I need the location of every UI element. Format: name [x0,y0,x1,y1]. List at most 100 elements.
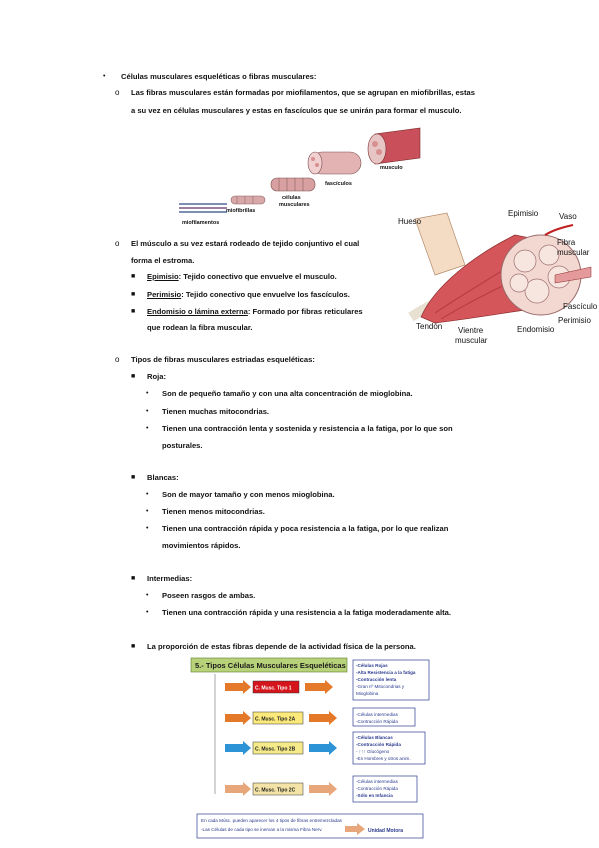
label-miofibrillas: miofibrillas [226,208,256,214]
box-tipo2a-label: C. Musc. Tipo 2A [255,717,296,723]
perimisio-item: Perimisio: Tejido conectivo que envuelve… [147,290,350,300]
note3-line4: -En Hombres y otros anim. [356,756,411,761]
label-vaso: Vaso [559,212,577,221]
arrow-tipo2a-right [309,711,337,725]
blancas-item-3: Tienen una contracción rápida y poca res… [162,524,449,533]
note2-line1: -Células intermedias [356,712,399,717]
label-vientre: Vientre [458,326,484,335]
arrow-tipo1-right [305,680,333,694]
note1-line3: -Contracción lenta [356,677,397,682]
label-epimisio: Epimisio [508,209,539,218]
svg-text:En cada Músc. pueden aparecer: En cada Músc. pueden aparecer los 4 tipo… [201,818,343,832]
bullet-dot: • [146,390,149,397]
arrow-tipo2b-right [309,741,337,755]
bullet-circle: o [115,239,120,248]
roja-item-3-cont: posturales. [162,441,203,450]
note3-line1: -Células Blancas [356,735,393,740]
label-miofilamentos: miofilamentos [182,220,220,226]
fasciculos-drawing [307,151,362,175]
proporcion-text: La proporción de estas fibras depende de… [147,642,416,651]
bullet-square: ■ [131,291,136,298]
roja-item-2: Tienen muchas mitocondrias. [162,407,270,416]
unidad-motora-label: Unidad Motora [368,828,403,834]
arrow-tipo2a-left [225,711,251,725]
perimisio-term: Perimisio [147,290,182,299]
roja-item-1: Son de pequeño tamaño y con una alta con… [162,389,413,398]
roja-item-3: Tienen una contracción lenta y sostenida… [162,424,453,433]
blancas-item-2: Tienen menos mitocondrias. [162,507,265,516]
muscle-anatomy-figure [408,212,592,324]
endomisio-item: Endomisio o lámina externa: Formado por … [147,307,363,317]
diagram-title-box [190,657,348,673]
tipos-heading: Tipos de fibras musculares estriadas esq… [131,355,315,364]
stroma-line-2: forma el estroma. [131,256,195,265]
intermedias-item-1: Poseen rasgos de ambas. [162,591,256,600]
svg-text:-Células intermedias -Cont: -Células intermedias -Contracción Rápida… [356,779,399,798]
arrow-tipo2c-left [225,782,251,796]
arrow-unidad-motora [345,823,365,835]
endomisio-term: Endomisio o lámina externa [147,307,248,316]
bullet-dot: • [146,425,149,432]
box-tipo1-label: C. Musc. Tipo 1 [255,686,292,692]
intermedias-label: Intermedias: [147,574,193,583]
endomisio-text: : Formado por fibras reticulares [247,307,363,316]
endomisio-text-cont: que rodean la fibra muscular. [147,323,253,332]
arrow-tipo2c-right [309,782,337,796]
intro-line-2: a su vez en células musculares y estas e… [131,106,462,115]
box-tipo2c-label: C. Musc. Tipo 2C [255,788,296,794]
box-tipo2b-label: C. Musc. Tipo 2B [255,747,296,753]
bullet-square: ■ [131,643,136,650]
label-endomisio: Endomisio [517,325,555,334]
note-tipo2c [352,775,418,803]
note3-line3: - ↑↑↑ Glucógeno [356,749,390,754]
note1-line1: -Células Rojas [356,663,388,668]
bullet-dot: • [146,609,149,616]
epimisio-text: : Tejido conectivo que envuelve el muscu… [178,272,337,281]
bullet-dot: • [146,592,149,599]
label-celulas-1: células [282,195,301,201]
arrow-tipo1-left [225,680,251,694]
muscle-hierarchy-figure [179,127,421,213]
miofibrillas-drawing [230,195,266,205]
label-fasciculo: Fascículo [563,302,598,311]
stroma-line-1: El músculo a su vez estará rodeado de te… [131,239,360,248]
svg-text:-Células intermedias -Cont: -Células intermedias -Contracción Rápida [356,712,399,724]
footer-line2: -Las Células de cada tipo se inervan a l… [201,827,322,832]
bullet-circle: o [115,355,120,364]
bullet-dot: • [146,408,149,415]
footer-line1: En cada Músc. pueden aparecer los 4 tipo… [201,818,343,823]
miofilamentos-drawing [179,203,227,213]
label-tendon: Tendón [416,322,443,331]
box-tipo1 [252,680,300,694]
bullet-square: ■ [131,308,136,315]
roja-label: Roja: [147,372,166,381]
blancas-label: Blancas: [147,473,179,482]
svg-text:-Células Blancas -Contracc: -Células Blancas -Contracción Rápida - ↑… [356,735,411,761]
note4-line1: -Células intermedias [356,779,399,784]
bullet-square: ■ [131,474,136,481]
arrow-tipo2b-left [225,741,251,755]
bullet-square: ■ [131,273,136,280]
note-tipo2b [352,731,426,765]
note4-line2: -Contracción Rápida [356,786,398,791]
bullet-square: ■ [131,575,136,582]
note4-line3: -Sólo en Infancia [356,793,393,798]
bullet-dot: • [146,491,149,498]
box-tipo2a [252,711,304,725]
bullet-dot: • [146,508,149,515]
label-celulas-2: musculares [279,202,310,208]
note1-line5: Mioglobina [356,691,379,696]
epimisio-item: Epimisio: Tejido conectivo que envuelve … [147,272,337,282]
note1-line2: -Alta Resistencia a la fatiga [356,670,416,675]
diagram-footer-box [196,813,424,839]
bullet-square: ■ [131,373,136,380]
intro-line-1: Las fibras musculares están formadas por… [131,88,475,97]
musculo-drawing [367,127,421,165]
epimisio-term: Epimisio [147,272,179,281]
intermedias-item-2: Tienen una contracción rápida y una resi… [162,608,451,617]
label-musculo: musculo [380,165,403,171]
bullet-dot: • [103,73,106,80]
label-hueso: Hueso [398,217,422,226]
note2-line2: -Contracción Rápida [356,719,398,724]
note1-line4: -Gran nº Mitocondrias y [356,684,405,689]
